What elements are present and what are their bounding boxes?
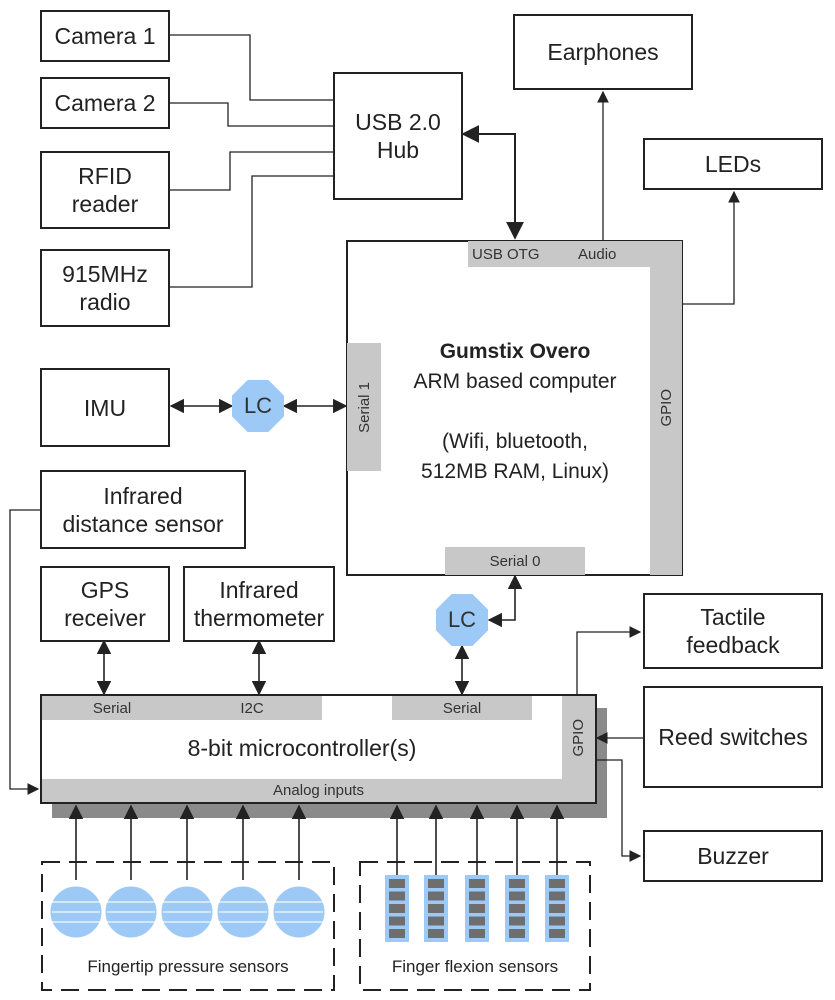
flexion-segment [428, 929, 444, 938]
flexion-segment [389, 916, 405, 926]
infrared-distance-label: Infrared distance sensor [62, 482, 224, 537]
gps-label: GPS receiver [64, 577, 146, 631]
flexion-segment [389, 904, 405, 913]
level-converter-imu-label: LC [243, 393, 273, 418]
flexion-segment [428, 891, 444, 901]
serial1-label: Serial 1 [355, 381, 373, 433]
flexion-segment [549, 929, 565, 938]
tactile-link [576, 626, 642, 694]
gps-box: GPS receiver [40, 566, 170, 642]
buzzer-label: Buzzer [697, 843, 769, 869]
micro-i2c-port: I2C [182, 696, 322, 720]
flexion-segment [389, 891, 405, 901]
micro-gpio-label: GPIO [570, 718, 587, 757]
camera1-label: Camera 1 [54, 23, 156, 49]
radio-box: 915MHz radio [40, 249, 170, 327]
usb-otg-link [461, 125, 524, 240]
buzzer-box: Buzzer [643, 830, 823, 882]
usb-hub-label: USB 2.0 Hub [355, 109, 441, 163]
flexion-segment [428, 879, 444, 888]
flexion-segment [428, 904, 444, 913]
pressure-sensors [49, 804, 326, 939]
reed-box: Reed switches [643, 686, 823, 788]
serial1-port: Serial 1 [347, 343, 381, 471]
level-converter-imu: LC [232, 380, 284, 432]
flexion-segment [389, 879, 405, 888]
micro-analog-label: Analog inputs [273, 782, 364, 799]
micro-serial-right-port: Serial [392, 696, 532, 720]
flexion-segment [549, 916, 565, 926]
computer-name: Gumstix Overo [439, 340, 591, 363]
rfid-label: RFID reader [71, 163, 139, 217]
usb-audio-port-bar: USB OTG Audio [468, 241, 650, 267]
radio-wire [170, 175, 333, 288]
rfid-box: RFID reader [40, 151, 170, 229]
flexion-group-border [359, 861, 591, 991]
flexion-segment [509, 891, 525, 901]
flexion-segment [549, 879, 565, 888]
leds-label: LEDs [704, 151, 762, 177]
flexion-segment [509, 904, 525, 913]
serial0-lc-link [487, 574, 523, 628]
computer-gpio-label: GPIO [657, 389, 675, 427]
flexion-segment [389, 929, 405, 938]
computer-line3: 512MB RAM, Linux) [421, 460, 609, 483]
audio-port-label: Audio [578, 245, 617, 263]
micro-serial-left-port: Serial [42, 696, 182, 720]
flexion-segment [469, 904, 485, 913]
imu-box: IMU [40, 368, 170, 447]
micro-gpio-port: GPIO [562, 696, 595, 779]
camera2-wire [170, 102, 333, 127]
infrared-distance-box: Infrared distance sensor [40, 470, 246, 549]
thermometer-box: Infrared thermometer [183, 566, 335, 642]
tactile-label: Tactile feedback [686, 604, 780, 658]
microcontroller-title: 8-bit microcontroller(s) [187, 735, 417, 761]
tactile-box: Tactile feedback [643, 593, 823, 669]
flexion-segment [469, 879, 485, 888]
micro-i2c-label: I2C [240, 699, 264, 717]
computer-gpio-port: GPIO [650, 241, 682, 575]
micro-serial-right-label: Serial [442, 699, 482, 717]
rfid-wire [170, 151, 333, 191]
flexion-segment [509, 929, 525, 938]
leds-box: LEDs [643, 138, 823, 190]
buzzer-link [597, 759, 642, 862]
level-converter-serial-label: LC [447, 607, 477, 632]
flexion-segment [469, 929, 485, 938]
level-converter-serial: LC [436, 594, 488, 646]
flexion-segment [469, 891, 485, 901]
pressure-group-border [41, 861, 335, 991]
reed-label: Reed switches [658, 724, 808, 750]
infrared-distance-link [9, 509, 42, 795]
camera1-wire [170, 34, 333, 101]
flexion-segment [509, 916, 525, 926]
flexion-segment [469, 916, 485, 926]
micro-analog-port: Analog inputs [42, 779, 595, 802]
computer-description: Gumstix Overo ARM based computer (Wifi, … [384, 337, 646, 487]
leds-link [683, 190, 740, 305]
imu-label: IMU [83, 394, 127, 421]
micro-serial-left-label: Serial [92, 699, 132, 717]
camera2-box: Camera 2 [40, 77, 170, 129]
computer-line1: ARM based computer [413, 370, 617, 393]
camera2-label: Camera 2 [54, 90, 156, 116]
serial0-port: Serial 0 [445, 547, 585, 575]
serial0-label: Serial 0 [489, 552, 541, 570]
usb-hub-box: USB 2.0 Hub [333, 72, 463, 200]
flexion-sensors [385, 804, 569, 942]
thermometer-label: Infrared thermometer [193, 577, 325, 631]
computer-line2: (Wifi, bluetooth, [442, 430, 588, 453]
gumstix-computer-box [346, 240, 683, 576]
usb-otg-port-label: USB OTG [472, 245, 540, 263]
flexion-segment [428, 916, 444, 926]
radio-label: 915MHz radio [62, 261, 148, 315]
earphones-box: Earphones [513, 14, 693, 90]
pressure-group-label: Fingertip pressure sensors [87, 957, 289, 976]
flexion-group-label: Finger flexion sensors [391, 957, 559, 976]
flexion-segment [549, 891, 565, 901]
earphones-label: Earphones [547, 39, 659, 65]
flexion-segment [549, 904, 565, 913]
camera1-box: Camera 1 [40, 10, 170, 62]
flexion-segment [509, 879, 525, 888]
